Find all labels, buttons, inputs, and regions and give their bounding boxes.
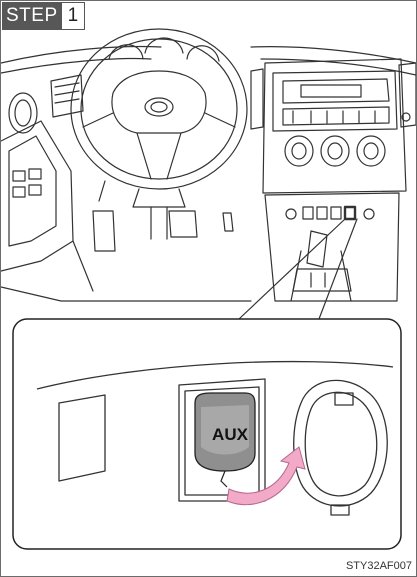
steering-wheel-icon	[71, 29, 247, 189]
aux-label: AUX	[206, 425, 254, 445]
figure-code: STY32AF007	[346, 560, 412, 572]
step-number: 1	[62, 2, 86, 30]
step-label: STEP	[2, 2, 62, 30]
step-badge: STEP 1	[2, 2, 85, 30]
